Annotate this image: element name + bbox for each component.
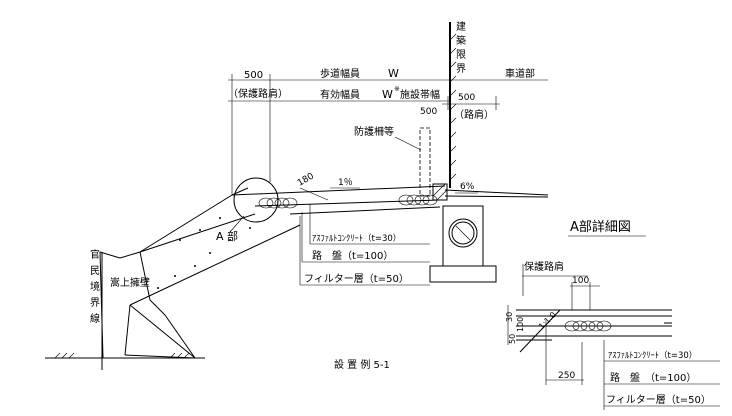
filter-gravel-coil-right [398,194,438,206]
sidewalk-width-label: 歩道幅員 [320,67,360,80]
slope-drainage-dots [157,217,251,289]
filter-gravel-coil-left [258,197,298,209]
building-limit-hatch [449,33,457,181]
detail-dim-100-side: 100 [516,317,525,332]
boundary-char-0: 官 [90,248,100,261]
detail-a-callout: A 部 [216,229,238,243]
boundary-char-1: 民 [90,265,100,277]
detail-dim-100-top: 100 [572,276,589,286]
boundary-char-4: 線 [90,312,100,325]
shoulder-width-label: 施設帯幅 [400,88,440,101]
building-limit-char-0: 建 [456,20,466,33]
main-section-linework [45,22,549,370]
roadway-label: 車道部 [505,67,535,80]
slope-1pct-label: 1％ [338,177,353,188]
dim-500-left: 500 [244,70,263,81]
detail-gravel-coil [564,320,612,332]
detail-filter-label: フィルター層（t=50） [606,394,711,406]
road-shoulder-label: （路肩） [454,108,494,121]
building-limit-char-2: 限 [456,49,466,61]
building-limit-char-3: 界 [456,63,466,75]
star-mark: ※ [394,85,400,93]
detail-a-linework [507,264,720,410]
detail-dim-30: 30 [505,312,514,322]
detail-title: A部詳細図 [570,219,631,235]
ground-hatch [54,352,190,359]
retaining-wall-label: 嵩上擁壁 [110,276,150,289]
effective-width-label: 有効幅員 [320,88,360,101]
guard-fence-label: 防護柵等 [354,125,394,138]
detail-protective-shoulder: 保護路肩 [524,260,564,273]
detail-dim-250: 250 [558,371,575,381]
detail-dim-50: 50 [508,334,517,344]
detail-asphalt-label: ｱｽﾌｧﾙﾄｺﾝｸﾘｰﾄ（t=30） [608,350,697,361]
detail-subbase-label: 路 盤 （t=100） [610,371,696,384]
dim-500-mid: 500 [420,107,437,117]
slope-6pct-label: 6% [460,182,475,192]
protective-shoulder-label: （保護路肩） [228,87,288,100]
building-limit-char-1: 築 [456,34,466,47]
boundary-char-2: 境 [90,280,100,293]
boundary-char-3: 界 [90,297,100,309]
w-symbol: W [388,67,399,80]
w-star-symbol: W [382,88,393,101]
slope-180-label: 180 [296,171,316,188]
asphalt-layer-label: ｱｽﾌｧﾙﾄｺﾝｸﾘｰﾄ（t=30） [312,233,401,244]
detail-slope-label: 1:1.0 [537,310,558,331]
dim-500-right: 500 [458,93,475,103]
subbase-layer-label: 路 盤（t=100） [312,249,393,262]
figure-caption: 設 置 例 5-1 [334,358,390,371]
filter-layer-label: フィルター層（t=50） [304,273,409,285]
